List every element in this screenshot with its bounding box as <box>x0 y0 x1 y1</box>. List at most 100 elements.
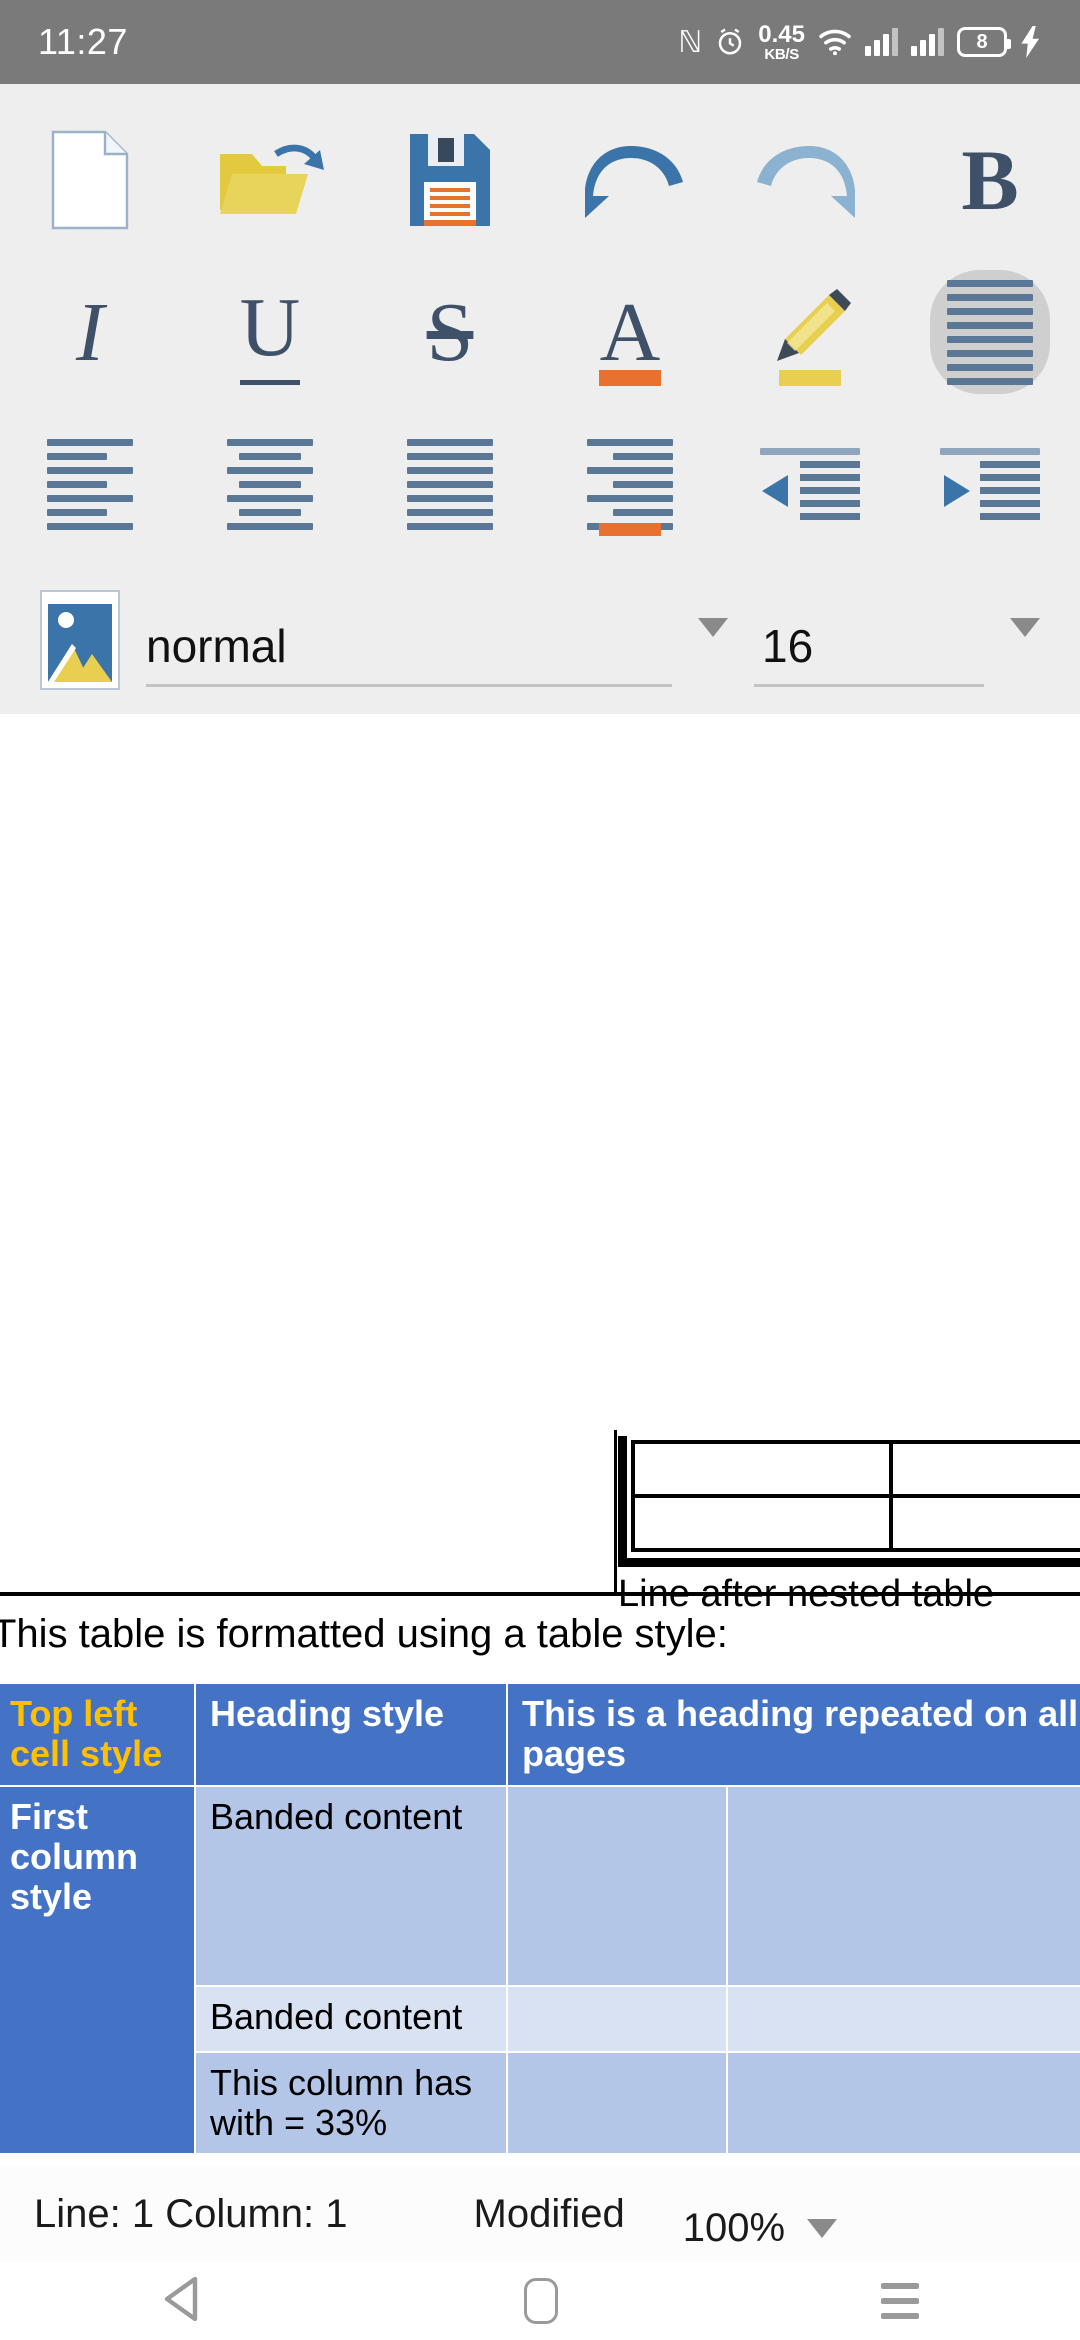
cursor-position-status: Line: 1 Column: 1 <box>34 2191 348 2236</box>
table-header-cell-top-left[interactable]: Top left cell style <box>0 1682 196 1787</box>
highlight-swatch <box>779 370 841 386</box>
zoom-chevron-down-icon[interactable] <box>807 2218 838 2238</box>
table-cell[interactable]: Banded content <box>194 1784 508 1987</box>
align-right-swatch <box>599 523 661 536</box>
table-left-border <box>614 1430 617 1592</box>
android-nav-bar <box>0 2262 1080 2340</box>
table-row[interactable]: Top left cell style Heading style This i… <box>0 1682 1080 1787</box>
network-speed-unit: KB/S <box>764 45 799 63</box>
table-bottom-border <box>0 1592 1080 1596</box>
table-row[interactable]: First column style Banded content <box>0 1784 1080 2154</box>
align-left-icon <box>47 438 133 530</box>
paragraph-style-value: normal <box>146 620 287 672</box>
table-cell[interactable] <box>506 1784 728 1987</box>
charging-bolt-icon <box>1020 26 1042 58</box>
document-status-bar: Line: 1 Column: 1 Modified 100% <box>0 2166 1080 2262</box>
align-left-button[interactable] <box>15 414 165 554</box>
increase-indent-icon <box>940 448 1040 520</box>
table-first-column-cell[interactable]: First column style <box>0 1784 196 2154</box>
table-header-cell[interactable]: Heading style <box>194 1682 508 1787</box>
bold-label: B <box>961 132 1019 228</box>
document-canvas[interactable]: Line after nested table This table is fo… <box>0 714 1080 2154</box>
increase-indent-button[interactable] <box>915 414 1065 554</box>
align-center-icon <box>227 438 313 530</box>
font-color-button[interactable]: A <box>555 262 705 402</box>
status-time: 11:27 <box>38 21 128 62</box>
image-icon <box>48 598 112 682</box>
modified-status: Modified <box>473 2191 625 2236</box>
table-row[interactable] <box>631 1440 1080 1498</box>
table-cell[interactable]: Banded content <box>194 1984 508 2053</box>
alarm-icon <box>715 27 745 57</box>
table-cell[interactable] <box>631 1494 893 1552</box>
open-file-button[interactable] <box>195 110 345 250</box>
table-cell[interactable] <box>889 1440 1080 1498</box>
font-size-dropdown[interactable]: 16 <box>754 593 984 687</box>
decrease-indent-icon <box>760 448 860 520</box>
status-icons: ℕ 0.45 KB/S 8 <box>678 20 1042 63</box>
italic-button[interactable]: I <box>15 262 165 402</box>
italic-label: I <box>76 285 104 379</box>
align-block-icon <box>407 438 493 530</box>
battery-level: 8 <box>976 30 988 53</box>
paragraph-style-dropdown[interactable]: normal <box>146 593 672 687</box>
zoom-control[interactable]: 100% <box>683 2192 838 2250</box>
signal-2-icon <box>911 28 944 56</box>
bold-button[interactable]: B <box>915 110 1065 250</box>
table-row[interactable] <box>631 1494 1080 1552</box>
toolbar-row-format: I U S A <box>0 256 1080 408</box>
decrease-indent-button[interactable] <box>735 414 885 554</box>
strikethrough-label: S <box>426 285 474 379</box>
nfc-icon: ℕ <box>678 24 703 60</box>
table-header-cell[interactable]: This is a heading repeated on all pages <box>506 1682 1080 1787</box>
new-document-button[interactable] <box>15 110 165 250</box>
table-cell[interactable] <box>726 1784 1080 1987</box>
network-speed-value: 0.45 <box>758 20 805 48</box>
table-cell[interactable] <box>726 1984 1080 2053</box>
back-icon[interactable] <box>161 2276 201 2326</box>
wifi-icon <box>818 28 852 56</box>
nested-table[interactable] <box>631 1440 1080 1552</box>
table-row[interactable]: This column has with = 33% <box>0 2050 1080 2154</box>
font-size-chevron-down-icon[interactable] <box>1010 617 1040 637</box>
signal-1-icon <box>865 28 898 56</box>
font-size-underline <box>754 684 984 687</box>
table-cell[interactable] <box>726 2050 1080 2154</box>
table-cell[interactable] <box>889 1494 1080 1552</box>
align-justify-icon <box>947 279 1033 385</box>
recents-icon[interactable] <box>880 2283 919 2319</box>
table-row[interactable]: Banded content <box>0 1984 1080 2053</box>
redo-button[interactable] <box>735 110 885 250</box>
nested-table-block: Line after nested table <box>618 1436 1080 1616</box>
table-style-caption: This table is formatted using a table st… <box>0 1612 728 1656</box>
highlight-pencil-icon <box>777 289 851 361</box>
font-color-label: A <box>599 285 661 379</box>
underline-label: U <box>239 279 301 385</box>
align-right-button[interactable] <box>555 414 705 554</box>
strikethrough-button[interactable]: S <box>375 262 525 402</box>
battery-icon: 8 <box>957 27 1011 57</box>
align-block-button[interactable] <box>375 414 525 554</box>
table-cell[interactable]: This column has with = 33% <box>194 2050 508 2154</box>
font-color-swatch <box>599 370 661 386</box>
align-center-button[interactable] <box>195 414 345 554</box>
zoom-value: 100% <box>682 2205 786 2250</box>
highlight-button[interactable] <box>735 262 885 402</box>
paragraph-style-chevron-down-icon[interactable] <box>698 617 728 637</box>
insert-image-button[interactable] <box>40 590 120 690</box>
underline-button[interactable]: U <box>195 262 345 402</box>
toolbar-row-style: normal 16 <box>0 560 1080 720</box>
undo-button[interactable] <box>555 110 705 250</box>
nested-table-outer-border <box>618 1436 1080 1567</box>
font-size-value: 16 <box>762 620 814 672</box>
table-cell[interactable] <box>506 2050 728 2154</box>
save-button[interactable] <box>375 110 525 250</box>
android-status-bar: 11:27 ℕ 0.45 KB/S 8 <box>0 0 1080 84</box>
styled-table[interactable]: Top left cell style Heading style This i… <box>0 1682 1080 2154</box>
table-cell[interactable] <box>631 1440 893 1498</box>
paragraph-style-underline <box>146 684 672 687</box>
table-cell[interactable] <box>506 1984 728 2053</box>
toolbar-row-align <box>0 408 1080 560</box>
align-justify-button[interactable] <box>915 262 1065 402</box>
home-icon[interactable] <box>523 2278 558 2324</box>
